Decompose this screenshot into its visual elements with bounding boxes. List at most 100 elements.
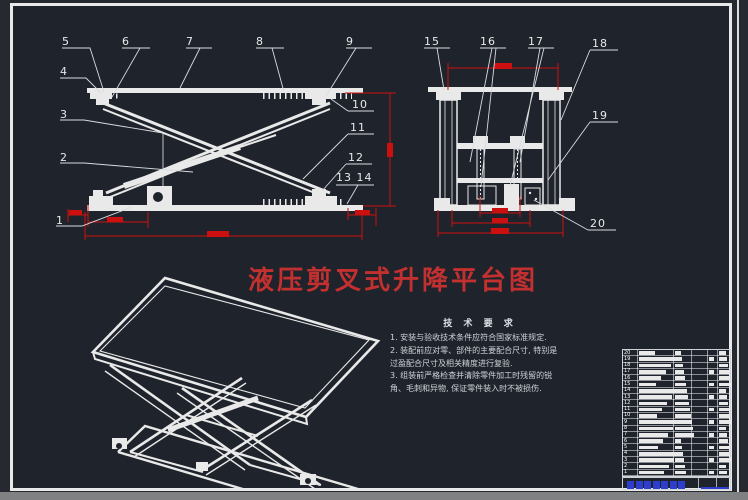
callout-13-14[interactable]: 13 14 [336, 171, 373, 184]
callout-6[interactable]: 6 [122, 35, 130, 48]
parts-table-row[interactable]: 19 [623, 356, 730, 363]
parts-table-row[interactable]: 17 [623, 369, 730, 376]
table-column-divider [673, 350, 674, 476]
parts-row-text-block [639, 401, 667, 406]
parts-table-row[interactable]: 20 [623, 350, 730, 357]
watermark-glyph [678, 481, 685, 489]
parts-row-text-block [675, 464, 685, 469]
parts-row-text-block [709, 370, 714, 374]
parts-table-row[interactable]: 14 [623, 388, 730, 395]
tech-requirement-line: 过盈配合尺寸及相关精度进行复验. [390, 358, 513, 368]
callout-8[interactable]: 8 [256, 35, 264, 48]
parts-row-text-block [709, 382, 714, 387]
table-column-divider [717, 350, 718, 476]
watermark-underline [701, 487, 729, 489]
parts-row-number: 16 [624, 374, 631, 381]
parts-row-text-block [709, 420, 714, 425]
parts-row-text-block [675, 351, 681, 355]
front-view-linework [87, 88, 363, 211]
parts-row-text-block [719, 451, 730, 456]
parts-row-number: 11 [624, 406, 631, 413]
parts-row-number: 2 [624, 462, 628, 469]
callout-12[interactable]: 12 [348, 151, 364, 164]
parts-table-row[interactable]: 4 [623, 451, 730, 458]
parts-table-row[interactable]: 11 [623, 407, 730, 413]
callout-10[interactable]: 10 [352, 98, 368, 111]
parts-row-text-block [639, 451, 679, 456]
watermark-glyph [652, 481, 660, 489]
parts-table-row[interactable]: 15 [623, 380, 731, 388]
callout-9[interactable]: 9 [346, 35, 354, 48]
parts-row-text-block [709, 395, 714, 399]
parts-table-row[interactable]: 5 [623, 444, 730, 451]
parts-row-text-block [709, 357, 714, 362]
callout-16[interactable]: 16 [480, 35, 496, 48]
parts-row-text-block [639, 407, 662, 412]
parts-table-row[interactable]: 13 [623, 393, 730, 401]
parts-row-text-block [719, 351, 726, 355]
table-column-divider [691, 350, 692, 476]
watermark-glyph [669, 481, 677, 489]
parts-row-text-block [639, 470, 664, 475]
parts-table-row[interactable]: 7 [623, 432, 730, 439]
parts-table-row[interactable]: 3 [623, 456, 731, 464]
parts-row-text-block [709, 407, 714, 412]
watermark-glyph [635, 481, 643, 489]
parts-row-number: 13 [624, 393, 631, 400]
parts-table-row[interactable]: 2 [623, 462, 730, 470]
parts-row-text-block [719, 414, 730, 418]
parts-row-number: 18 [624, 362, 631, 369]
parts-row-text-block [675, 433, 694, 437]
parts-table-row[interactable]: 12 [623, 400, 730, 407]
title-block [622, 477, 731, 490]
parts-table-row[interactable]: 18 [623, 363, 730, 369]
parts-table-row[interactable]: 9 [623, 419, 731, 426]
parts-row-text-block [639, 363, 671, 368]
callout-17[interactable]: 17 [528, 35, 544, 48]
callout-15[interactable]: 15 [424, 35, 440, 48]
callout-7[interactable]: 7 [186, 35, 194, 48]
parts-table-row[interactable]: 6 [623, 437, 730, 445]
parts-row-text-block [719, 395, 727, 399]
parts-row-text-block [675, 395, 688, 399]
parts-table-row[interactable]: 10 [623, 412, 730, 420]
parts-table-row[interactable]: 1 [623, 470, 730, 476]
callout-4[interactable]: 4 [60, 65, 68, 78]
parts-table-row[interactable]: 16 [623, 374, 730, 382]
parts-row-text-block [639, 357, 676, 362]
parts-row-number: 8 [624, 425, 628, 432]
callout-19[interactable]: 19 [592, 109, 608, 122]
parts-row-text-block [675, 420, 692, 425]
callout-18[interactable]: 18 [592, 37, 608, 50]
parts-row-text-block [719, 388, 726, 393]
parts-row-text-block [719, 426, 726, 431]
callout-20[interactable]: 20 [590, 217, 606, 230]
callout-5[interactable]: 5 [62, 35, 70, 48]
parts-row-text-block [639, 370, 666, 374]
parts-row-number: 3 [624, 456, 628, 463]
watermark-glyph [627, 481, 634, 489]
parts-row-text-block [709, 433, 714, 437]
callout-11[interactable]: 11 [350, 121, 366, 134]
watermark-glyph [661, 481, 668, 489]
parts-row-text-block [719, 439, 728, 443]
parts-row-text-block [675, 445, 682, 450]
parts-row-text-block [719, 363, 728, 368]
parts-row-text-block [675, 357, 682, 362]
parts-row-text-block [639, 445, 658, 450]
callout-1[interactable]: 1 [56, 214, 64, 227]
parts-table-row[interactable]: 8 [623, 426, 730, 432]
callout-2[interactable]: 2 [60, 151, 68, 164]
callout-3[interactable]: 3 [60, 108, 68, 121]
parts-row-number: 15 [624, 380, 631, 387]
parts-row-number: 10 [624, 412, 631, 419]
parts-row-text-block [639, 433, 668, 437]
parts-row-text-block [675, 407, 690, 412]
table-column-divider [707, 350, 708, 476]
parts-row-number: 6 [624, 437, 628, 444]
parts-row-text-block [719, 407, 729, 412]
